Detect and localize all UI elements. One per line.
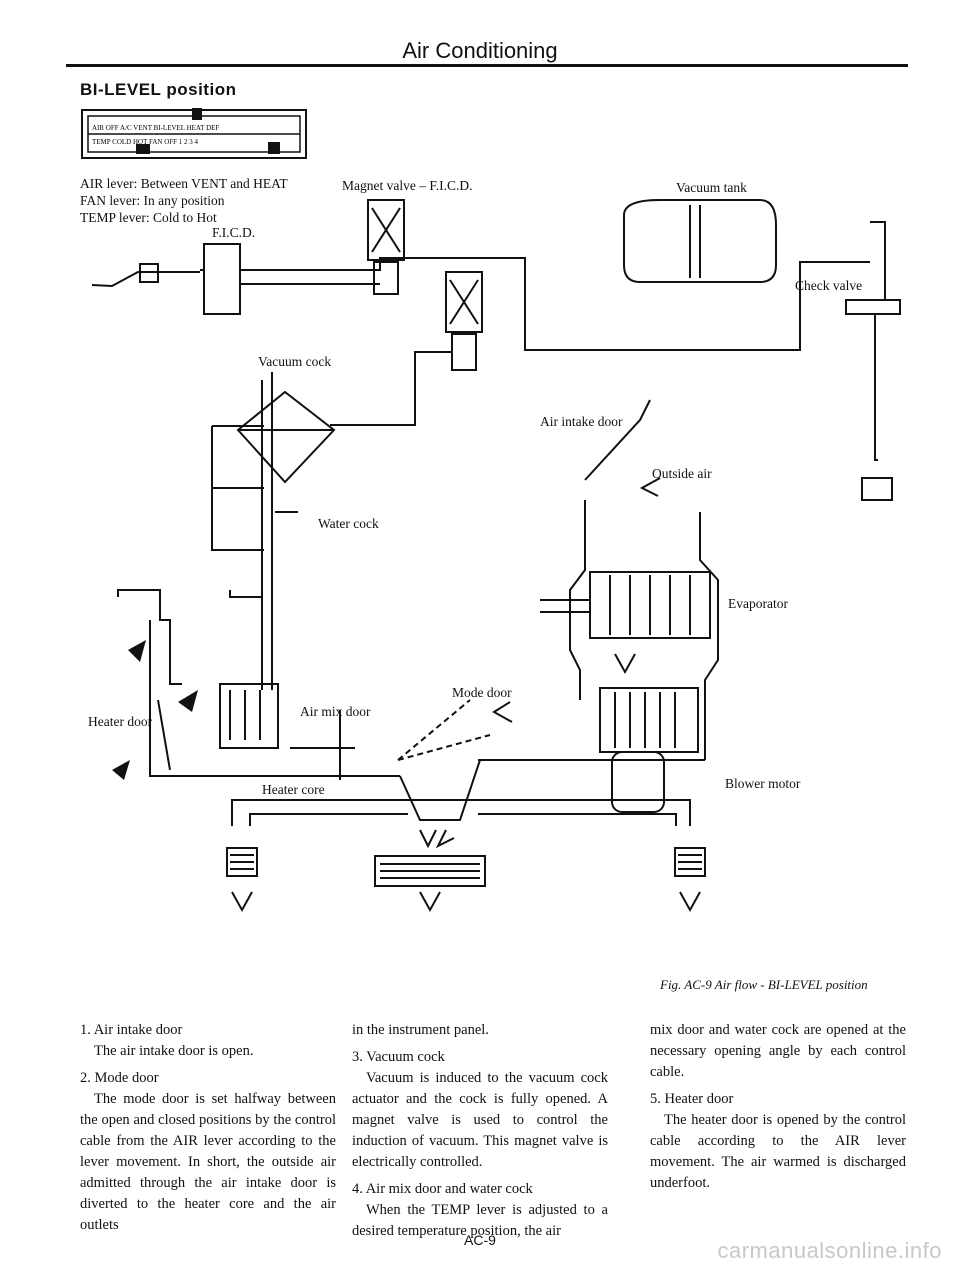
water-cock-label: Water cock [318, 516, 379, 531]
air-flow-schematic [91, 199, 901, 913]
control-panel-illustration: AIR OFF A/C VENT BI-LEVEL HEAT DEF TEMP … [81, 108, 307, 159]
air-mix-door-label: Air mix door [300, 704, 371, 719]
temp-lever-note: TEMP lever: Cold to Hot [80, 210, 217, 225]
item-3-text: Vacuum is induced to the vacuum cock act… [352, 1070, 608, 1170]
mode-door-label: Mode door [452, 685, 512, 700]
air-lever-note: AIR lever: Between VENT and HEAT [80, 176, 288, 191]
item-5-text: The heater door is opened by the control… [650, 1112, 906, 1191]
evaporator-label: Evaporator [728, 596, 788, 611]
fan-lever-note: FAN lever: In any position [80, 193, 225, 208]
body-column-1: 1. Air intake door The air intake door i… [80, 1020, 336, 1242]
page-header-title: Air Conditioning [402, 38, 558, 63]
vacuum-cock-label: Vacuum cock [258, 354, 332, 369]
item-2-continuation: in the instrument panel. [352, 1022, 489, 1038]
magnet-valve-label: Magnet valve – F.I.C.D. [342, 178, 473, 193]
item-5-heading: 5. Heater door [650, 1091, 734, 1107]
outside-air-label: Outside air [652, 466, 712, 481]
body-column-3: mix door and water cock are opened at th… [650, 1020, 906, 1200]
check-valve-label: Check valve [795, 278, 863, 293]
item-3-heading: 3. Vacuum cock [352, 1049, 445, 1065]
item-2-text: The mode door is set halfway between the… [80, 1091, 336, 1233]
vacuum-tank-label: Vacuum tank [676, 180, 747, 195]
item-4-heading: 4. Air mix door and water cock [352, 1181, 533, 1197]
air-intake-door-label: Air intake door [540, 414, 623, 429]
heater-door-label: Heater door [88, 714, 153, 729]
heater-core-label: Heater core [262, 782, 325, 797]
item-4-text: When the TEMP lever is adjusted to a des… [352, 1202, 608, 1239]
watermark: carmanualsonline.info [717, 1238, 942, 1263]
item-2-heading: 2. Mode door [80, 1070, 159, 1086]
item-1-heading: 1. Air intake door [80, 1022, 183, 1038]
figure-caption: Fig. AC-9 Air flow - BI-LEVEL position [660, 977, 868, 992]
header-rule [66, 64, 908, 67]
blower-motor-label: Blower motor [725, 776, 801, 791]
control-panel-row1: AIR OFF A/C VENT BI-LEVEL HEAT DEF [92, 124, 219, 132]
control-panel-row2: TEMP COLD HOT FAN OFF 1 2 3 4 [92, 138, 199, 146]
section-title: BI-LEVEL position [80, 80, 237, 99]
page-number: AC-9 [464, 1232, 496, 1248]
ficd-label: F.I.C.D. [212, 225, 256, 240]
item-4-continuation: mix door and water cock are opened at th… [650, 1022, 906, 1080]
lever-notes: AIR lever: Between VENT and HEAT FAN lev… [80, 175, 288, 226]
body-column-2: in the instrument panel. 3. Vacuum cock … [352, 1020, 608, 1248]
item-1-text: The air intake door is open. [94, 1043, 254, 1059]
